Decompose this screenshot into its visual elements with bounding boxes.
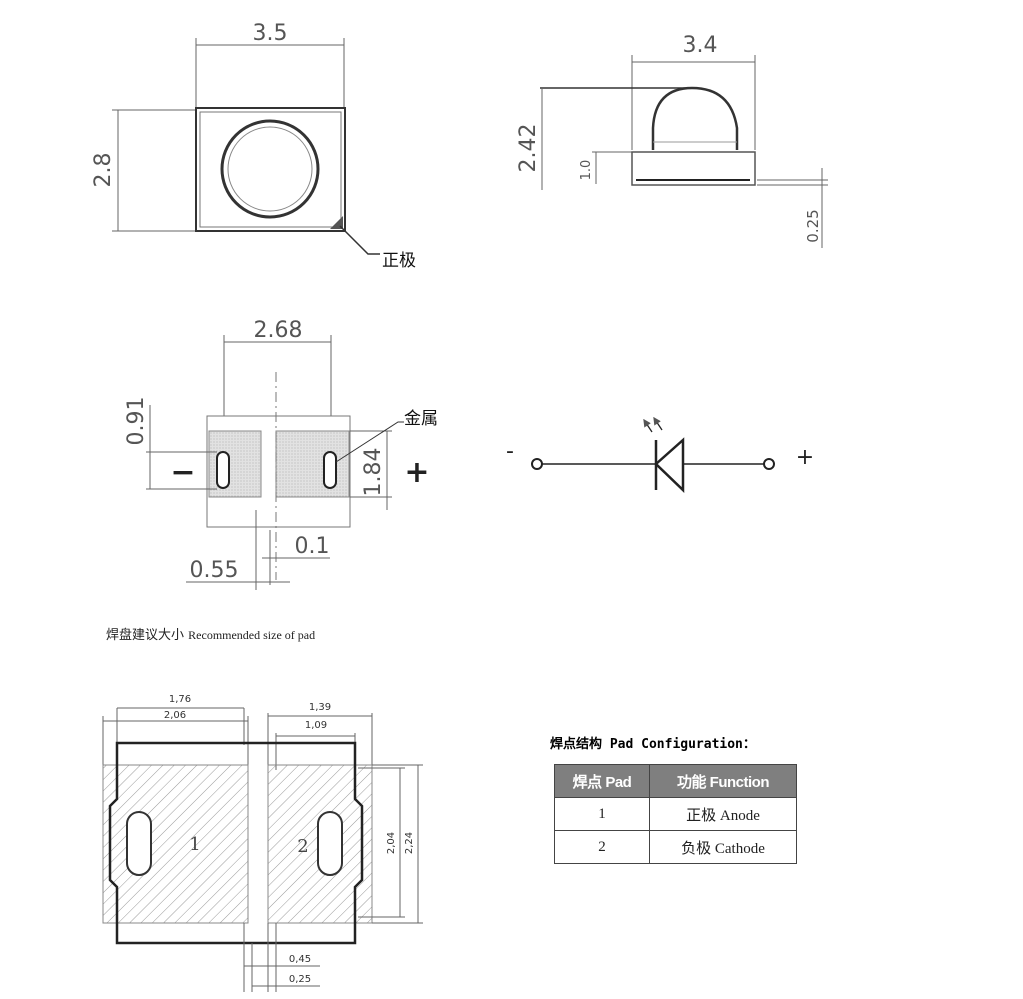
component-footprint-outline bbox=[108, 741, 364, 945]
table-row: 1 正极 Anode bbox=[554, 797, 797, 831]
pad-config-title: 焊点结构 Pad Configuration： bbox=[550, 737, 756, 752]
pad-inner-height-label: 2,04 bbox=[386, 832, 397, 854]
pad-right-inner-label: 1,09 bbox=[305, 720, 327, 731]
terminal-cathode bbox=[531, 458, 543, 470]
cell-pad-number: 2 bbox=[554, 830, 650, 864]
table-row: 2 负极 Cathode bbox=[554, 830, 797, 864]
side-width-label: 3.4 bbox=[683, 33, 718, 58]
gap-outer-label: 0,45 bbox=[289, 954, 311, 965]
total-height-label: 2.42 bbox=[516, 124, 541, 173]
led-circuit-symbol: - + bbox=[506, 416, 814, 493]
pad-span-label: 2.68 bbox=[254, 318, 303, 343]
top-view: 3.5 2.8 正极 bbox=[91, 21, 416, 271]
pad-layout-drawing: 1,76 2,06 1,39 1,09 1 2 2,04 2,24 0, bbox=[102, 694, 423, 992]
pad-2-number: 2 bbox=[297, 836, 308, 857]
slot-left bbox=[216, 451, 230, 489]
anode-corner-mark bbox=[330, 216, 343, 229]
lens-outline bbox=[220, 119, 320, 219]
pad-left-outer-label: 1,76 bbox=[169, 694, 191, 705]
cell-pad-function: 负极 Cathode bbox=[649, 830, 797, 864]
bottom-minus-sign: − bbox=[170, 455, 195, 490]
pad-right-outer-label: 1,39 bbox=[309, 702, 331, 713]
pad-offset-label: 0.91 bbox=[124, 397, 149, 446]
pad-height-label: 1.84 bbox=[361, 448, 386, 497]
base-height-label: 1.0 bbox=[579, 160, 594, 181]
diode-triangle bbox=[654, 437, 685, 493]
table-header-row: 焊点 Pad 功能 Function bbox=[554, 764, 797, 798]
cell-pad-number: 1 bbox=[554, 797, 650, 831]
pad-left-inner-label: 2,06 bbox=[164, 710, 186, 721]
bottom-plus-sign: + bbox=[404, 455, 429, 490]
header-pad: 焊点 Pad bbox=[554, 764, 650, 798]
pad-1-number: 1 bbox=[189, 834, 200, 855]
side-view: 3.4 2.42 1.0 0.25 bbox=[516, 33, 828, 248]
edge-label: 0.55 bbox=[190, 558, 239, 583]
lens-dome bbox=[651, 86, 739, 150]
symbol-plus-label: + bbox=[796, 445, 814, 470]
symbol-minus-label: - bbox=[506, 439, 514, 464]
header-function: 功能 Function bbox=[649, 764, 797, 798]
pad-outer-height-label: 2,24 bbox=[404, 832, 415, 854]
top-width-label: 3.5 bbox=[253, 21, 288, 46]
slot-right bbox=[323, 451, 337, 489]
cell-pad-function: 正极 Anode bbox=[649, 797, 797, 831]
gap-label: 0.1 bbox=[295, 534, 330, 559]
light-emission-arrows-icon bbox=[643, 416, 663, 433]
pad-size-caption: 焊盘建议大小 Recommended size of pad bbox=[106, 624, 315, 643]
bottom-view: 2.68 0.91 1.84 金属 − + 0.1 0.55 bbox=[124, 318, 438, 590]
pad-right bbox=[275, 430, 350, 498]
top-body-outline bbox=[195, 107, 346, 232]
top-height-label: 2.8 bbox=[91, 153, 116, 188]
gap-inner-label: 0,25 bbox=[289, 974, 311, 985]
recommended-pad-1 bbox=[102, 764, 249, 924]
metal-label: 金属 bbox=[404, 409, 438, 429]
pad-caption-english: Recommended size of pad bbox=[188, 628, 316, 642]
pad-config-table: 焊点 Pad 功能 Function 1 正极 Anode 2 负极 Catho… bbox=[554, 764, 797, 864]
pad-thickness-label: 0.25 bbox=[804, 209, 822, 242]
terminal-anode bbox=[763, 458, 775, 470]
anode-mark-label: 正极 bbox=[382, 251, 416, 271]
pad-caption-chinese: 焊盘建议大小 bbox=[106, 628, 185, 643]
